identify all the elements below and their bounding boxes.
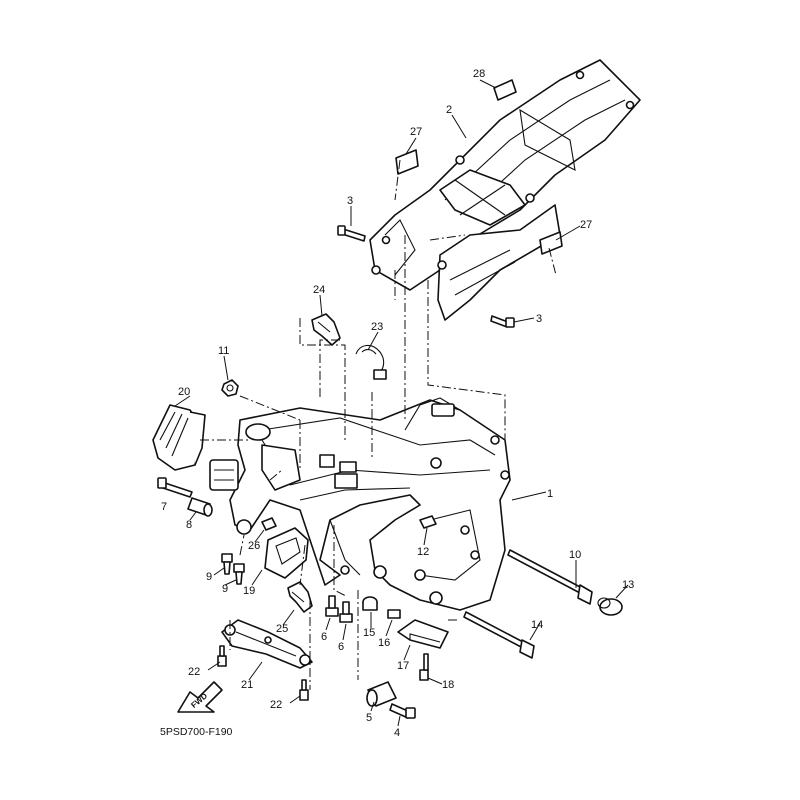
callout-14: 14: [531, 619, 543, 631]
callout-6-right: 6: [338, 641, 344, 653]
callout-8: 8: [186, 519, 192, 531]
callout-9-lower: 9: [222, 583, 228, 595]
bolt-7: [157, 477, 193, 498]
callout-10: 10: [569, 549, 581, 561]
callout-1: 1: [547, 488, 553, 500]
bolt-22-lower: [299, 679, 309, 701]
through-bolt-10: [507, 549, 593, 605]
bracket-17: [397, 619, 449, 649]
bolt-26: [261, 517, 277, 531]
fwd-arrow-icon: FWD: [177, 681, 223, 713]
callout-22-upper: 22: [188, 666, 200, 678]
decal-27-left: [395, 149, 419, 175]
callout-27-left: 27: [410, 126, 422, 138]
callout-28: 28: [473, 68, 485, 80]
callout-5: 5: [366, 712, 372, 724]
callout-27-right: 27: [580, 219, 592, 231]
band-23: [355, 344, 387, 380]
collar-5: [366, 681, 397, 707]
callout-18: 18: [442, 679, 454, 691]
callout-6-left: 6: [321, 631, 327, 643]
callout-9-upper: 9: [206, 571, 212, 583]
callout-numbers: 1 2 3 3 4 5 6 6 7 8 9 9 10 11 12 13 14 1…: [161, 68, 634, 739]
callout-15: 15: [363, 627, 375, 639]
callout-2: 2: [446, 104, 452, 116]
callout-16: 16: [378, 637, 390, 649]
bolt-6-right: [339, 601, 353, 623]
bolt-16: [387, 609, 401, 619]
rear-subframe: [369, 59, 641, 321]
callout-leaders: [174, 79, 629, 727]
callout-26: 26: [248, 540, 260, 552]
callout-12: 12: [417, 546, 429, 558]
callout-24: 24: [313, 284, 325, 296]
bolt-6-left: [325, 595, 339, 617]
callout-22-lower: 22: [270, 699, 282, 711]
bolt-4: [389, 703, 416, 719]
collar-15: [362, 596, 378, 611]
cover-19: [264, 527, 309, 579]
callout-21: 21: [241, 679, 253, 691]
callout-4: 4: [394, 727, 400, 739]
callout-20: 20: [178, 386, 190, 398]
bolt-9-upper: [221, 553, 233, 575]
drawing-code: 5PSD700-F190: [160, 726, 233, 738]
through-bolt-14: [463, 611, 535, 659]
decal-27-right: [539, 231, 563, 255]
callout-7: 7: [161, 501, 167, 513]
bolt-22-upper: [217, 645, 227, 667]
main-frame: [209, 397, 511, 611]
bolt-18: [419, 653, 429, 681]
callout-17: 17: [397, 660, 409, 672]
callout-25: 25: [276, 623, 288, 635]
decal-28: [493, 79, 517, 101]
assembly-lines: [200, 159, 557, 690]
collar-8: [187, 497, 213, 517]
cap-13: [597, 597, 623, 616]
bolt-12: [419, 515, 437, 529]
bolt-3-upper: [337, 225, 366, 242]
bolt-3-lower: [490, 315, 515, 328]
nut-11: [221, 379, 239, 397]
callout-23: 23: [371, 321, 383, 333]
air-duct-20: [152, 404, 206, 471]
callout-19: 19: [243, 585, 255, 597]
callout-3-lower: 3: [536, 313, 542, 325]
callout-11: 11: [218, 345, 229, 357]
callout-13: 13: [622, 579, 634, 591]
clip-25: [287, 581, 313, 613]
callout-3-upper: 3: [347, 195, 353, 207]
clip-24: [311, 313, 341, 346]
bolt-9-lower: [233, 563, 245, 585]
stay-21: [221, 619, 313, 669]
